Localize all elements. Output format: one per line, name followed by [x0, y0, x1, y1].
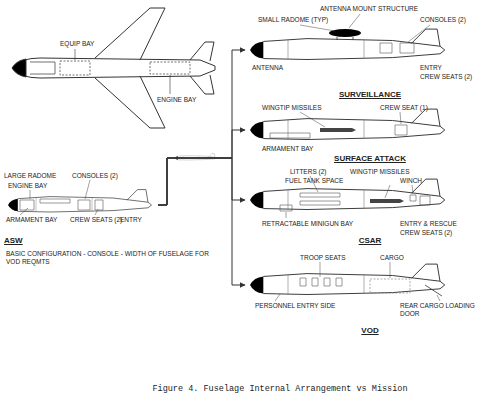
mission-config: CSAR	[245, 166, 495, 246]
part-label: LARGE RADOME	[4, 172, 56, 180]
part-label: ANTENNA MOUNT STRUCTURE	[320, 5, 418, 13]
part-label: SMALL RADOME (TYP)	[258, 16, 328, 24]
part-label: CARGO	[380, 254, 404, 262]
part-label: EQUIP BAY	[60, 40, 94, 48]
part-label: TROOP SEATS	[300, 254, 346, 262]
drawing-stroke	[60, 61, 90, 75]
basic-config-sketch	[175, 154, 216, 160]
mission-config: VOD	[245, 250, 495, 336]
drawing-stroke	[280, 205, 292, 211]
part-label: RETRACTABLE MINIGUN BAY	[262, 220, 353, 228]
csar-fuselage	[250, 176, 445, 218]
part-label: PERSONNEL ENTRY SIDE	[255, 302, 335, 310]
part-label: LITTERS (2)	[290, 168, 326, 176]
mission-config: ASW	[2, 168, 158, 246]
part-label: ARMAMENT BAY	[6, 216, 57, 224]
drawing-stroke	[250, 109, 445, 139]
part-label: ENGINE BAY	[8, 182, 47, 190]
drawing-stroke	[380, 43, 414, 53]
part-label: WINGTIP MISSILES	[262, 104, 321, 112]
mission-title: SURFACE ATTACK	[334, 154, 406, 163]
part-label: WINCH	[400, 177, 422, 185]
drawing-stroke	[12, 59, 26, 77]
top-view-aircraft	[12, 8, 215, 128]
drawing-stroke	[8, 190, 152, 212]
part-label: ANTENNA	[252, 64, 283, 72]
drawing-stroke	[410, 195, 430, 205]
mission-title: ASW	[4, 236, 23, 245]
part-label: ARMAMENT BAY	[262, 145, 313, 153]
mission-connector	[158, 158, 245, 285]
part-label: CONSOLES (2)	[420, 16, 466, 24]
part-label: CONSOLES (2)	[72, 172, 118, 180]
vod-fuselage	[250, 262, 445, 301]
part-label: CREW SEAT (1)	[380, 104, 428, 112]
part-label: CREW SEATS (2)	[70, 216, 122, 224]
drawing-stroke	[395, 125, 407, 135]
asw-fuselage	[8, 180, 152, 215]
drawing-stroke	[190, 42, 214, 94]
drawing-stroke	[286, 176, 413, 218]
drawing-stroke	[275, 262, 440, 301]
drawing-stroke	[12, 58, 215, 78]
drawing-stroke	[20, 199, 103, 210]
drawing-stroke	[370, 199, 404, 203]
drawing-stroke	[329, 29, 361, 37]
drawing-stroke	[30, 62, 55, 74]
surveillance-fuselage	[250, 14, 445, 60]
drawing-stroke	[95, 8, 165, 128]
drawing-stroke	[75, 49, 170, 94]
part-label: ENTRY & RESCUE	[400, 220, 457, 228]
mission-config: SURFACE ATTACK	[245, 102, 495, 164]
drawing-stroke	[320, 128, 356, 132]
drawing-stroke	[300, 278, 342, 286]
part-label: ENGINE BAY	[157, 96, 196, 104]
part-label: BASIC CONFIGURATION - CONSOLE - WIDTH OF…	[6, 250, 216, 266]
drawing-stroke	[175, 154, 216, 160]
part-label: WINGTIP MISSILES	[350, 168, 409, 176]
drawing-stroke	[270, 133, 310, 138]
mission-title: VOD	[361, 326, 378, 335]
mission-title: SURVEILLANCE	[339, 90, 401, 99]
drawing-stroke	[300, 112, 401, 127]
mission-title: CSAR	[359, 236, 382, 245]
drawing-stroke	[425, 285, 442, 296]
drawing-stroke	[337, 37, 353, 40]
drawing-stroke	[150, 62, 190, 74]
part-label: CREW SEATS (2)	[400, 229, 452, 237]
drawing-stroke	[250, 264, 445, 294]
drawing-stroke	[370, 279, 410, 293]
part-label: ENTRY	[120, 216, 142, 224]
surface-attack-fuselage	[250, 109, 445, 139]
part-label: FUEL TANK SPACE	[285, 177, 343, 185]
part-label: REAR CARGO LOADING DOOR	[400, 302, 490, 318]
part-label: ENTRY	[420, 64, 442, 72]
drawing-stroke	[300, 193, 340, 205]
figure-caption: Figure 4. Fuselage Internal Arrangement …	[152, 384, 407, 394]
part-label: CREW SEATS (2)	[420, 73, 472, 81]
drawing-stroke	[250, 29, 445, 59]
